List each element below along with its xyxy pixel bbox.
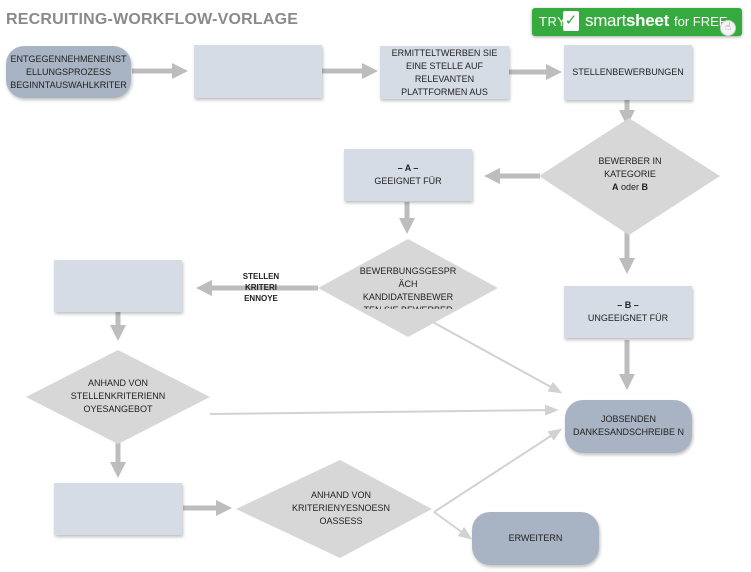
unsuitable-text: UNGEEIGNET FÜR bbox=[587, 313, 669, 323]
decision1-line3: A oder B bbox=[611, 182, 648, 192]
decision1-line2: KATEGORIE bbox=[604, 169, 656, 179]
decision3-label: ANHAND VON STELLENKRITERIENN OYESANGEBOT bbox=[70, 378, 166, 414]
arrow-decision4-to-extend bbox=[433, 511, 473, 540]
suitable-text: GEEIGNET FÜR bbox=[374, 176, 442, 186]
smartsheet-logo: smartsheet bbox=[585, 11, 669, 30]
advertise-box: ERMITTELTWERBEN SIE EINE STELLE AUF RELE… bbox=[380, 46, 509, 99]
applications-box: STELLENBEWERBUNGEN bbox=[564, 45, 692, 100]
rejection-label: JOBSENDEN DANKESANDSCHREIBE N bbox=[572, 413, 685, 437]
decision4-label: ANHAND VON KRITERIENYESNOESN OASSESS bbox=[291, 490, 391, 526]
try-smartsheet-button[interactable]: TRY ✓ smartsheet for FREE ☝ bbox=[532, 8, 742, 36]
decision1-label: BEWERBER IN KATEGORIE A oder B bbox=[580, 155, 680, 194]
suitable-title: – A – bbox=[397, 163, 419, 173]
cta-try-label: TRY bbox=[539, 14, 567, 29]
process-box-left-1 bbox=[54, 260, 182, 312]
rejection-terminal: JOBSENDEN DANKESANDSCHREIBE N bbox=[565, 400, 692, 453]
unsuitable-title: – B – bbox=[617, 300, 639, 310]
suitable-box: – A – GEEIGNET FÜR bbox=[344, 149, 472, 201]
arrow-decision3-to-rejection bbox=[209, 404, 559, 416]
checkmark-icon: ✓ bbox=[563, 11, 579, 31]
arrow-decision4-to-rejection bbox=[433, 428, 563, 513]
side-label: STELLEN KRITERI ENNOYE bbox=[242, 272, 280, 303]
process-box-left-2 bbox=[54, 483, 182, 535]
decision4-diamond bbox=[236, 460, 432, 558]
arrow-interview-to-rejection bbox=[419, 314, 563, 394]
advertise-label: ERMITTELTWERBEN SIE EINE STELLE AUF RELE… bbox=[391, 47, 498, 97]
unsuitable-box: – B – UNGEEIGNET FÜR bbox=[564, 286, 692, 338]
interview-diamond bbox=[318, 239, 498, 337]
decision3-diamond bbox=[26, 350, 210, 444]
page-title: RECRUITING-WORKFLOW-VORLAGE bbox=[6, 11, 299, 28]
process-box-2 bbox=[194, 45, 322, 98]
applications-label: STELLENBEWERBUNGEN bbox=[572, 67, 684, 77]
start-label: ENTGEGENNEHMENEINST ELLUNGSPROZESS BEGIN… bbox=[10, 53, 127, 90]
extend-label: ERWEITERN bbox=[508, 533, 563, 543]
cta-free-label: for FREE bbox=[674, 14, 728, 29]
pointer-hand-icon: ☝ bbox=[720, 20, 736, 36]
extend-terminal: ERWEITERN bbox=[472, 512, 599, 565]
interview-label: BEWERBUNGSGESPR ÄCH KANDIDATENBEWER TEN … bbox=[359, 266, 457, 309]
decision1-line1: BEWERBER IN bbox=[598, 156, 662, 166]
start-terminal: ENTGEGENNEHMENEINST ELLUNGSPROZESS BEGIN… bbox=[6, 46, 131, 98]
decision1-diamond bbox=[539, 118, 720, 235]
